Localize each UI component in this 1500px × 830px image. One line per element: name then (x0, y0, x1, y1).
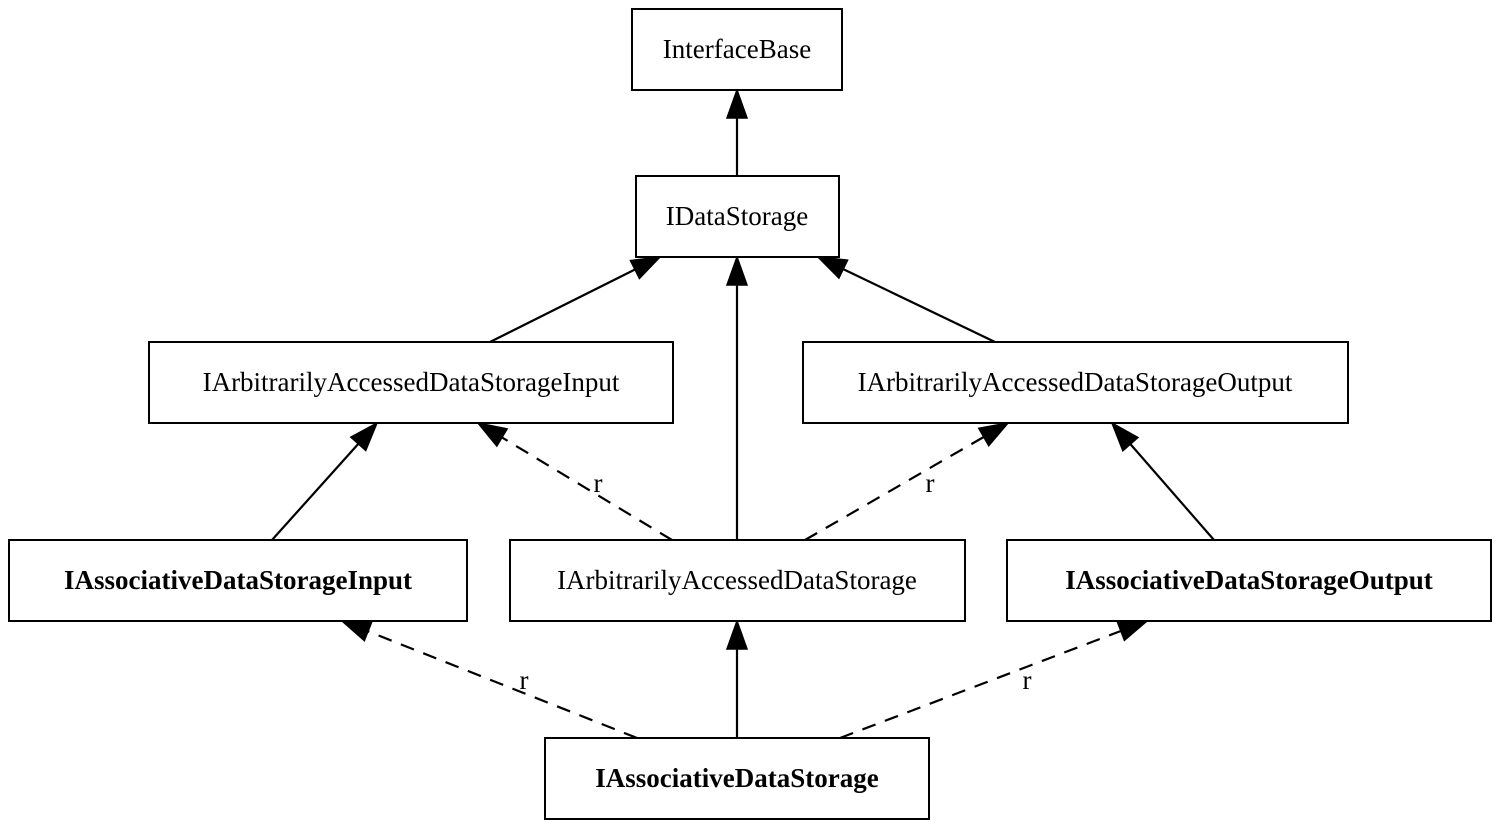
edge-line (842, 268, 996, 343)
node-arbitrarily-accessed-data-storage[interactable]: IArbitrarilyAccessedDataStorage (509, 539, 966, 622)
edge-arb-storage-to-idata-storage (725, 254, 749, 540)
edge-line (501, 436, 673, 541)
edge-line (271, 443, 360, 541)
node-label-associative-data-storage-output: IAssociativeDataStorageOutput (1065, 565, 1432, 595)
node-idata-storage[interactable]: IDataStorage (635, 175, 840, 258)
node-associative-data-storage-input[interactable]: IAssociativeDataStorageInput (8, 539, 468, 622)
edge-label: r (1023, 665, 1032, 695)
node-label-arbitrarily-accessed-data-storage: IArbitrarilyAccessedDataStorage (557, 565, 917, 595)
edge-assoc-storage-to-assoc-output: r (839, 620, 1150, 740)
edge-arb-input-to-idata-storage (489, 256, 662, 343)
arrowhead-icon (725, 618, 749, 650)
node-label-interface-base: InterfaceBase (663, 34, 811, 64)
edge-line (839, 629, 1122, 740)
edge-arb-storage-to-arb-output: r (804, 421, 1010, 541)
edge-assoc-input-to-arb-input (271, 421, 379, 541)
arrowhead-icon (977, 421, 1010, 447)
nodes-layer: InterfaceBase IDataStorage IArbitrarilyA… (8, 8, 1492, 820)
node-associative-data-storage[interactable]: IAssociativeDataStorage (544, 737, 930, 820)
edge-arb-storage-to-arb-input: r (476, 421, 673, 541)
edge-line (804, 436, 985, 541)
edge-arb-output-to-idata-storage (815, 256, 996, 343)
node-associative-data-storage-output[interactable]: IAssociativeDataStorageOutput (1006, 539, 1492, 622)
edge-assoc-storage-to-arb-storage (725, 618, 749, 738)
edge-assoc-storage-to-assoc-input: r (339, 620, 638, 740)
edge-label: r (520, 665, 529, 695)
arrowhead-icon (725, 254, 749, 286)
node-label-arbitrarily-accessed-data-storage-input: IArbitrarilyAccessedDataStorageInput (203, 367, 620, 397)
node-label-idata-storage: IDataStorage (666, 201, 808, 231)
node-arbitrarily-accessed-data-storage-input[interactable]: IArbitrarilyAccessedDataStorageInput (148, 341, 674, 424)
edge-line (367, 630, 638, 740)
arrowhead-icon (725, 87, 749, 119)
node-label-associative-data-storage-input: IAssociativeDataStorageInput (64, 565, 412, 595)
edge-line (1129, 443, 1215, 541)
arrowhead-icon (476, 421, 509, 448)
node-label-arbitrarily-accessed-data-storage-output: IArbitrarilyAccessedDataStorageOutput (858, 367, 1293, 397)
node-label-associative-data-storage: IAssociativeDataStorage (595, 763, 878, 793)
node-interface-base[interactable]: InterfaceBase (631, 8, 843, 91)
arrowhead-icon (339, 620, 373, 642)
edges-layer: r r r r (271, 87, 1215, 740)
arrowhead-icon (1116, 620, 1150, 642)
edge-line (489, 268, 636, 343)
arrowhead-icon (629, 256, 662, 280)
edge-assoc-output-to-arb-output (1110, 421, 1215, 541)
edge-label: r (926, 468, 935, 498)
node-arbitrarily-accessed-data-storage-output[interactable]: IArbitrarilyAccessedDataStorageOutput (802, 341, 1349, 424)
arrowhead-icon (349, 421, 379, 452)
arrowhead-icon (815, 256, 849, 280)
edge-idata-storage-to-interface-base (725, 87, 749, 176)
arrowhead-icon (1110, 421, 1140, 452)
edge-label: r (594, 468, 603, 498)
